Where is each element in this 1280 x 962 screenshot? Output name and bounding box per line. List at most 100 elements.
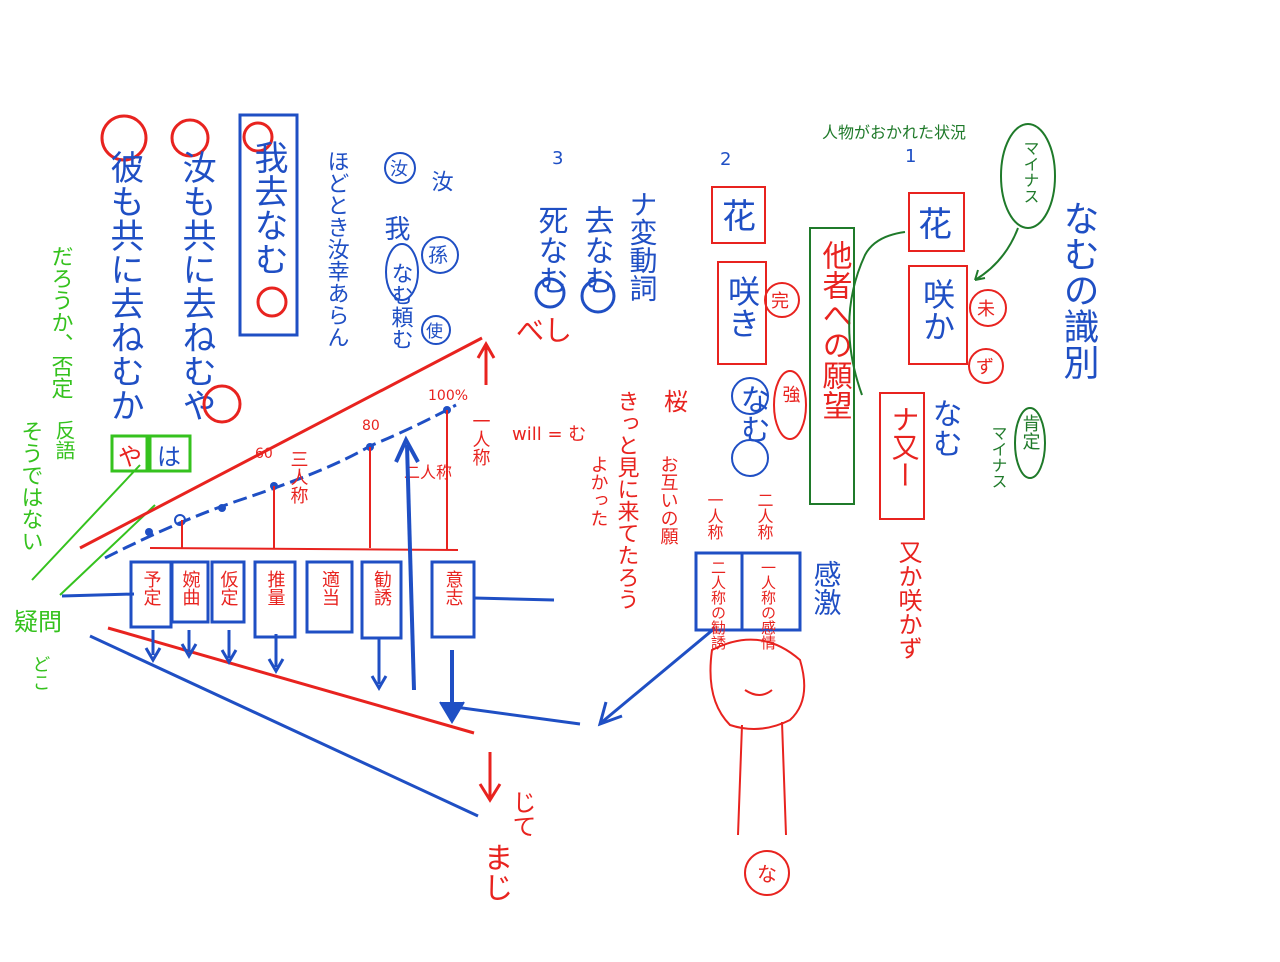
- box-hana-2: 花: [722, 197, 756, 237]
- red-ellipse-tsuyo: [773, 370, 807, 440]
- note-mago: 孫: [428, 243, 448, 267]
- col-shinu: 死なむ: [533, 205, 568, 295]
- green-line-1: [31, 464, 141, 581]
- box-saki: 咲き: [723, 275, 761, 339]
- box-nasu: ナ又ー: [888, 405, 921, 489]
- probability-curve: [104, 403, 457, 560]
- circle-zu: ず: [976, 357, 994, 378]
- green-curve-arrow: [848, 231, 906, 396]
- label-box-text: 適当: [319, 570, 340, 606]
- box-sakaka: 咲か: [918, 278, 956, 342]
- green-ha: は: [157, 443, 181, 471]
- red-na-circle: な: [757, 862, 777, 886]
- blue-circle-mu: [731, 439, 769, 477]
- label-box-text: 意志: [443, 570, 464, 606]
- red-baseline: [149, 547, 459, 551]
- red-will: will = む: [512, 424, 586, 445]
- col-namu-shikibetsu: なむの識別: [1058, 200, 1099, 380]
- box-tasha: 他者への願望: [817, 240, 853, 420]
- red-percent-60: 60: [255, 446, 273, 462]
- red-jinn: 一人称: [705, 492, 724, 541]
- label-box: [360, 560, 403, 640]
- poem-column-1: 彼も共に去ねむか: [104, 150, 144, 422]
- red-circle-zu: [968, 348, 1004, 384]
- green-minasu-2: マイナス: [989, 425, 1008, 489]
- green-minasu: マイナス: [1021, 140, 1040, 204]
- red-box-sakaka: [908, 265, 968, 365]
- red-circle-1: [100, 114, 148, 162]
- red-beshi: べし: [516, 314, 572, 347]
- red-circle-kan: [764, 282, 800, 318]
- blue-circle-na: [731, 377, 769, 415]
- blue-down-arrows: [144, 630, 388, 691]
- red-sanjin: 三人称: [288, 450, 309, 504]
- curve-point: [174, 514, 186, 526]
- col-nahen: ナ変動詞: [626, 190, 659, 302]
- label-box: [430, 560, 476, 639]
- blue-arrow-in: [454, 705, 581, 726]
- red-circle-mi: [969, 289, 1007, 327]
- blue-up-arrow: [405, 444, 416, 691]
- blue-circle-tsukai: [421, 315, 451, 345]
- note-namu-tanomu: なむ頼む: [388, 262, 414, 350]
- red-circle-4: [256, 286, 288, 318]
- red-circle-5: [202, 384, 242, 424]
- red-sanjin-2: 二人称: [404, 463, 452, 482]
- red-sakura: 桜: [664, 388, 688, 416]
- red-tree-trunk: [737, 689, 787, 836]
- right-blue-label: 感激: [810, 560, 843, 616]
- number-3: 3: [552, 148, 563, 169]
- green-kotei: 肯定: [1020, 414, 1041, 450]
- red-percent-100: 100%: [428, 388, 468, 404]
- red-upper-boundary: [79, 336, 483, 550]
- red-box-nasu: [879, 392, 925, 520]
- blue-circle-note: [384, 152, 416, 184]
- number-1: 1: [905, 146, 916, 167]
- green-soudewa: そうではない: [18, 420, 43, 552]
- circle-mi: 未: [977, 299, 995, 320]
- blue-box-kanjou: [694, 551, 802, 632]
- label-box-text: 勧誘: [371, 570, 392, 607]
- green-line-2: [59, 504, 156, 596]
- note-nare: 汝: [428, 170, 454, 192]
- poem-column-2: 汝も共に去ねむや: [176, 150, 216, 422]
- red-circle-2: [170, 118, 210, 158]
- blue-left-line: [61, 592, 135, 598]
- red-jinn-2: 二人称: [755, 492, 774, 541]
- col-namu-1: なむ: [927, 398, 962, 458]
- red-ichinin: 一人称: [470, 412, 491, 466]
- blue-ellipse-namu: [385, 243, 419, 301]
- red-lower-boundary: [107, 626, 475, 735]
- green-arrow-minasu: [974, 227, 1019, 281]
- number-2: 2: [720, 149, 731, 170]
- label-box-text: 推量: [265, 570, 286, 606]
- green-gimon: 疑問: [14, 608, 62, 636]
- circle-tsuyo: 強: [780, 385, 801, 403]
- green-ellipse-kotei: [1014, 407, 1046, 479]
- blue-circle-mago: [421, 236, 459, 274]
- red-circle-3: [242, 121, 274, 153]
- red-yoshi: よかった: [588, 455, 609, 527]
- label-box-text: 仮定: [218, 570, 239, 606]
- note-nanji-circle: 汝: [390, 159, 408, 180]
- blue-circle-inu: [580, 278, 616, 314]
- red-box-hana-1: [908, 192, 965, 252]
- label-box-text: 婉曲: [180, 570, 201, 606]
- green-ellipse-minasu: [1000, 123, 1056, 229]
- note-hodo: ほどとき汝幸あらん: [324, 150, 350, 348]
- top-green-note: 人物がおかれた状況: [822, 123, 966, 142]
- red-majikaka: まじ: [478, 842, 513, 902]
- right-box-2: 一人称の感情: [759, 560, 777, 651]
- green-box-ya: [110, 434, 149, 473]
- circle-kan: 完: [771, 291, 789, 312]
- label-box: [305, 560, 354, 634]
- box-hana-1: 花: [918, 205, 952, 245]
- green-box-ha: [148, 434, 192, 473]
- label-box: [210, 560, 246, 624]
- curve-point: [218, 504, 226, 512]
- blue-lower-boundary: [89, 634, 479, 818]
- red-tree-crown: [709, 638, 806, 730]
- labels-row: 予定婉曲仮定推量適当勧誘意志: [129, 560, 476, 640]
- verb-box: [238, 113, 299, 337]
